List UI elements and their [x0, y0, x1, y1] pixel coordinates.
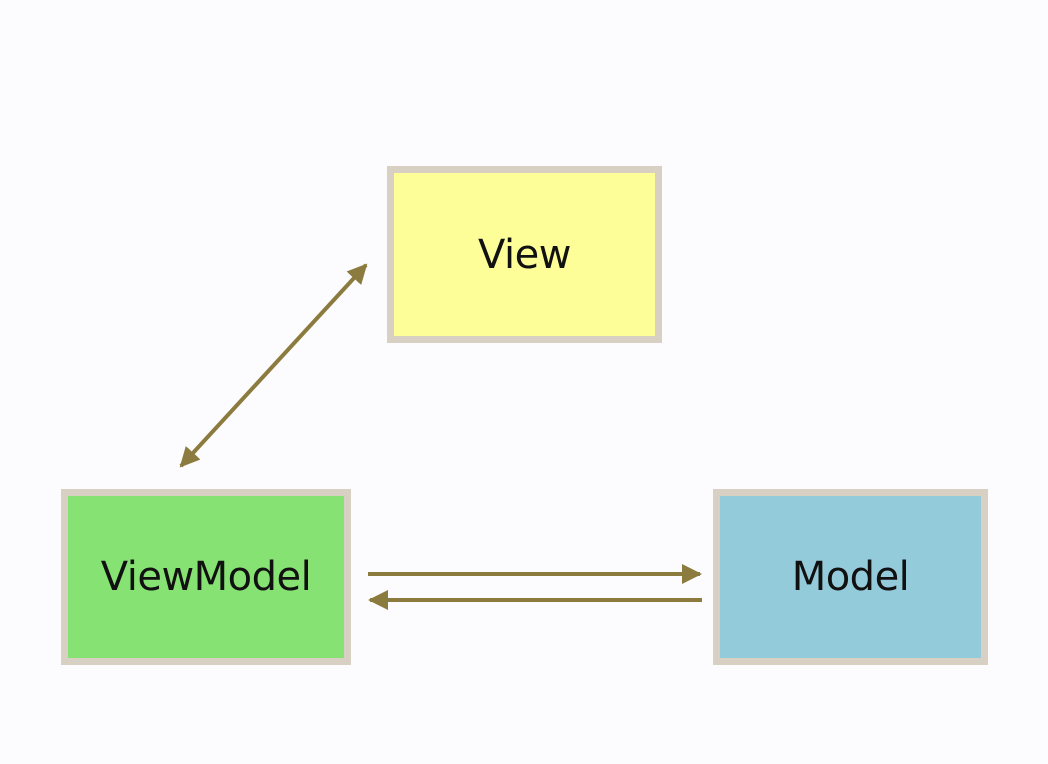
- edge-view-viewmodel-arrow: [179, 263, 368, 468]
- model-node: Model: [713, 489, 988, 665]
- viewmodel-node: ViewModel: [61, 489, 351, 665]
- viewmodel-node-label: ViewModel: [100, 554, 312, 600]
- model-node-label: Model: [791, 554, 910, 600]
- view-node-label: View: [478, 231, 571, 278]
- view-node: View: [387, 166, 662, 343]
